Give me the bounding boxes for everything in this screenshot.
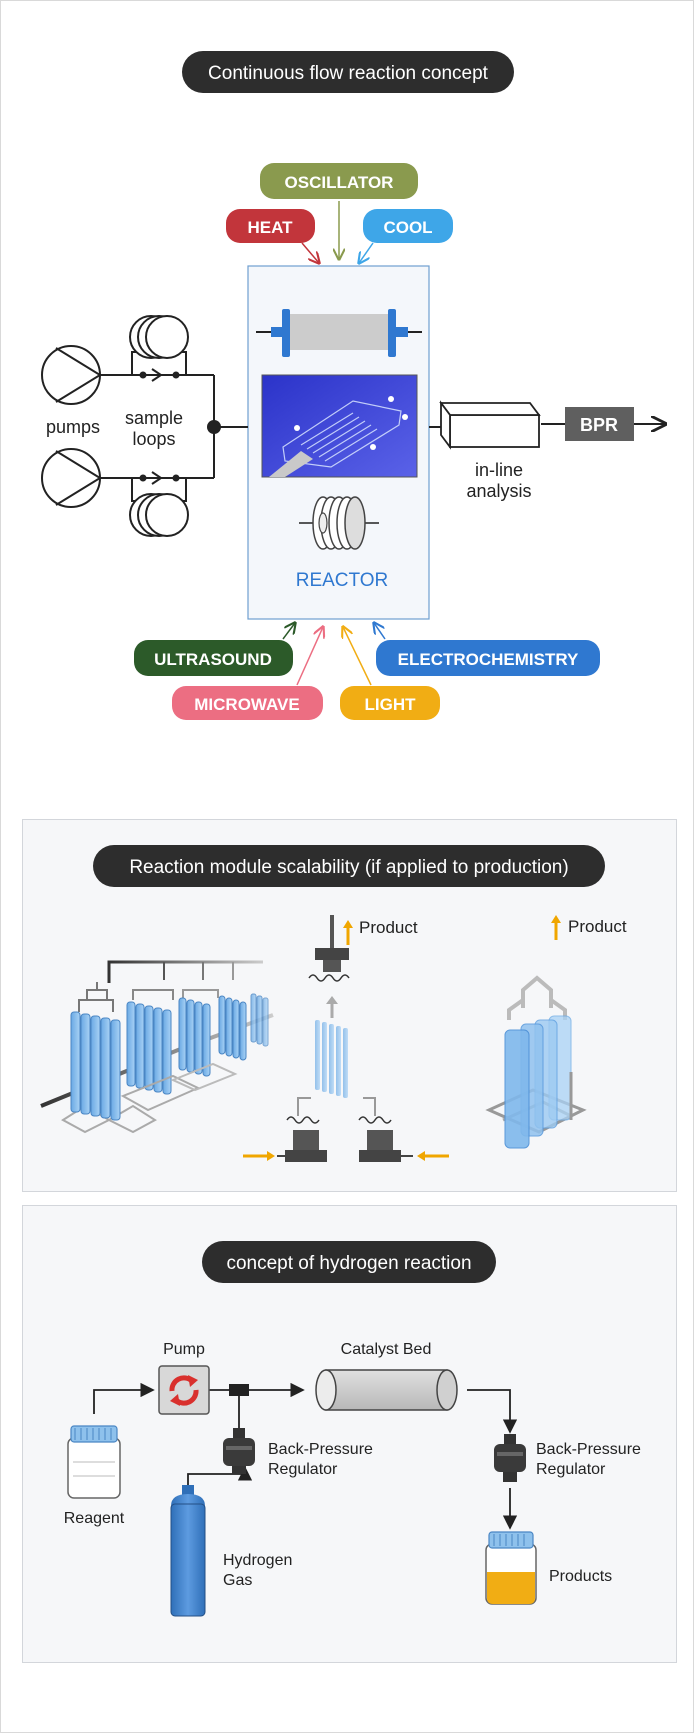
ultrasound-badge: ULTRASOUND <box>134 640 293 676</box>
reagent-label: Reagent <box>64 1510 125 1527</box>
svg-text:HEAT: HEAT <box>247 218 293 237</box>
bpr-left-icon <box>223 1428 255 1474</box>
oscillator-badge: OSCILLATOR <box>260 163 418 199</box>
section2-title-pill: Reaction module scalability (if applied … <box>93 845 605 887</box>
electrochemistry-badge: ELECTROCHEMISTRY <box>376 640 600 676</box>
section3-title: concept of hydrogen reaction <box>226 1253 471 1274</box>
pump-icon <box>158 1365 210 1415</box>
microchip-reactor-image <box>261 374 418 478</box>
pump-icon-top <box>41 345 102 405</box>
continuous-flow-diagram: Continuous flow reaction concept OSCILLA… <box>41 51 693 720</box>
reactor-label: REACTOR <box>296 570 389 591</box>
cool-badge: COOL <box>363 209 453 243</box>
sample-loops-label-1: sample <box>125 408 183 428</box>
light-badge: LIGHT <box>340 686 440 720</box>
hydrogen-gas-cylinder-icon <box>170 1485 206 1617</box>
hydrogen-label-2: Gas <box>223 1572 252 1589</box>
bpr-box: BPR <box>565 407 634 441</box>
bpr-right-label-1: Back-Pressure <box>536 1441 641 1458</box>
tube-reactor-icon <box>256 309 422 357</box>
svg-text:MICROWAVE: MICROWAVE <box>194 695 299 714</box>
inline-analysis-label-2: analysis <box>466 481 531 501</box>
electrochemistry-arrow <box>374 623 386 640</box>
junction-dot <box>207 420 221 434</box>
microwave-badge: MICROWAVE <box>172 686 323 720</box>
product-label-right: Product <box>568 917 627 936</box>
inline-analysis-label-1: in-line <box>475 460 523 480</box>
center-module-illustration <box>243 915 449 1162</box>
sample-loop-bottom-icon <box>129 471 189 537</box>
svg-text:BPR: BPR <box>580 415 618 435</box>
microwave-arrow <box>296 627 323 686</box>
products-bottle-icon <box>485 1531 537 1605</box>
catalyst-bed-label: Catalyst Bed <box>341 1341 432 1358</box>
svg-text:ULTRASOUND: ULTRASOUND <box>154 650 272 669</box>
tee-fitting-icon <box>229 1384 249 1396</box>
pump-label: Pump <box>163 1341 205 1358</box>
heat-badge: HEAT <box>226 209 315 243</box>
section2-title: Reaction module scalability (if applied … <box>129 857 568 878</box>
hydrogen-panel: concept of hydrogen reaction Pump <box>22 1205 677 1663</box>
svg-text:LIGHT: LIGHT <box>365 695 417 714</box>
numbering-up-modules-illustration <box>40 960 274 1134</box>
pumps-label: pumps <box>46 417 100 437</box>
svg-text:COOL: COOL <box>383 218 432 237</box>
stacked-module-illustration <box>485 915 587 1149</box>
cool-arrow <box>359 242 374 263</box>
bpr-left-label-1: Back-Pressure <box>268 1441 373 1458</box>
bpr-right-icon <box>494 1434 526 1482</box>
product-label-center: Product <box>359 918 418 937</box>
section1-title-pill: Continuous flow reaction concept <box>182 51 514 93</box>
hydrogen-reaction-diagram: concept of hydrogen reaction Pump <box>64 1241 641 1617</box>
section3-title-pill: concept of hydrogen reaction <box>202 1241 496 1283</box>
coil-reactor-icon <box>299 496 379 550</box>
svg-text:ELECTROCHEMISTRY: ELECTROCHEMISTRY <box>398 650 579 669</box>
heat-arrow <box>301 242 319 263</box>
section1-title: Continuous flow reaction concept <box>208 63 489 84</box>
scalability-diagram: Reaction module scalability (if applied … <box>40 845 627 1162</box>
sample-loops-label-2: loops <box>132 429 175 449</box>
bpr-left-label-2: Regulator <box>268 1461 338 1478</box>
products-label: Products <box>549 1568 612 1585</box>
inline-analysis-icon <box>439 400 541 450</box>
svg-text:OSCILLATOR: OSCILLATOR <box>285 173 394 192</box>
hydrogen-label-1: Hydrogen <box>223 1552 292 1569</box>
ultrasound-arrow <box>282 623 295 640</box>
sample-loop-top-icon <box>129 315 189 382</box>
scalability-panel: Reaction module scalability (if applied … <box>22 819 677 1192</box>
bpr-right-label-2: Regulator <box>536 1461 606 1478</box>
reagent-bottle-icon <box>67 1425 121 1499</box>
pump-icon-bottom <box>41 448 102 508</box>
light-arrow <box>343 627 372 686</box>
catalyst-bed-icon <box>315 1369 458 1411</box>
